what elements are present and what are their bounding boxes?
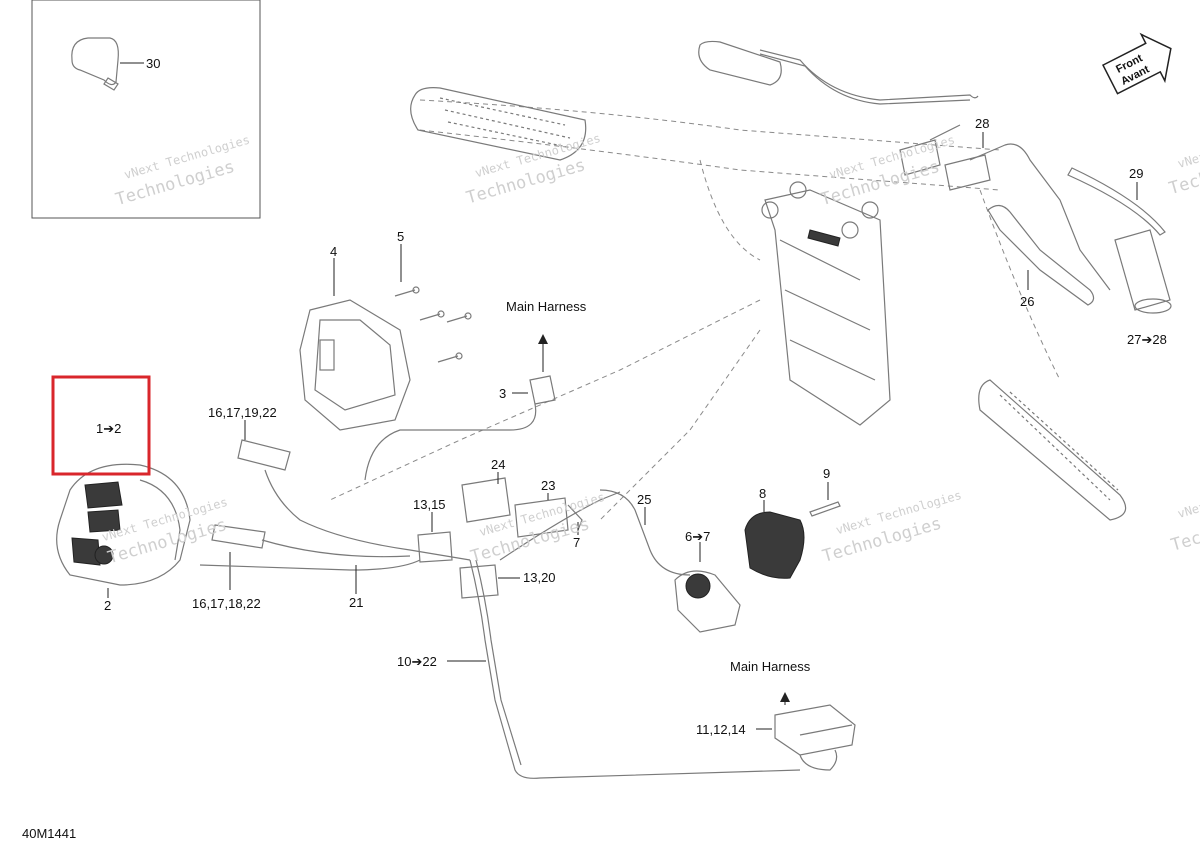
callout-4: 4: [330, 244, 337, 259]
part-8-cap: [744, 511, 805, 579]
callout-16a: 16,17,19,22: [208, 405, 277, 420]
handlebar: [410, 40, 1127, 521]
harness-21: [199, 491, 801, 779]
callout-13b: 13,20: [523, 570, 556, 585]
callout-24: 24: [491, 457, 505, 472]
part-5-screws: [394, 286, 472, 363]
callout-6: 6➔7: [685, 529, 710, 544]
harness-25: [599, 489, 691, 576]
callout-8: 8: [759, 486, 766, 501]
part-26-tube: [987, 204, 1095, 306]
callout-21: 21: [349, 595, 363, 610]
callout-27: 27➔28: [1127, 332, 1167, 347]
front-avant-badge: Front Avant: [1101, 32, 1172, 95]
part-27-sleeve: [1114, 229, 1171, 311]
callout-3: 3: [499, 386, 506, 401]
throttle-cable: [759, 49, 979, 101]
callout-30: 30: [146, 56, 160, 71]
main-harness-note-bottom: Main Harness: [730, 659, 811, 674]
watermark-line1: vNext Technologies: [1176, 122, 1200, 171]
part-11-module: [774, 692, 856, 771]
highlight-box: [51, 375, 151, 476]
callout-11: 11,12,14: [696, 722, 746, 737]
callout-10: 10➔22: [397, 654, 437, 669]
switch-connectors: [211, 439, 471, 561]
callout-7: 7: [573, 535, 580, 550]
part-29-cable: [1067, 167, 1166, 236]
callout-26: 26: [1020, 294, 1034, 309]
part-2-switch-housing: [56, 463, 191, 586]
part-3-sensor: [364, 334, 556, 481]
callout-2: 2: [104, 598, 111, 613]
callout-9: 9: [823, 466, 830, 481]
highlight-label: 1➔2: [96, 421, 121, 436]
callout-28: 28: [975, 116, 989, 131]
guide-line-2: [599, 329, 761, 521]
main-harness-note-top: Main Harness: [506, 299, 587, 314]
callout-5: 5: [397, 229, 404, 244]
callout-16b: 16,17,18,22: [192, 596, 261, 611]
callout-23: 23: [541, 478, 555, 493]
connectors-24-23: [461, 477, 583, 538]
part-28-connectors: [899, 124, 1111, 291]
diagram-code: 40M1441: [22, 826, 76, 841]
callout-13a: 13,15: [413, 497, 446, 512]
part-30-clip: [71, 37, 119, 91]
guide-line-1: [329, 299, 761, 501]
callout-29: 29: [1129, 166, 1143, 181]
connectors-13: [417, 531, 499, 599]
throttle-cable-outer: [759, 53, 971, 105]
part-27-opening: [1134, 298, 1172, 314]
part-6-switch: [674, 570, 741, 633]
part-4-housing: [299, 299, 411, 431]
callout-25: 25: [637, 492, 651, 507]
watermark-line1: vNext Technologies: [1176, 472, 1200, 521]
part-9-pin: [809, 501, 841, 517]
inset-frame: [31, 0, 261, 219]
